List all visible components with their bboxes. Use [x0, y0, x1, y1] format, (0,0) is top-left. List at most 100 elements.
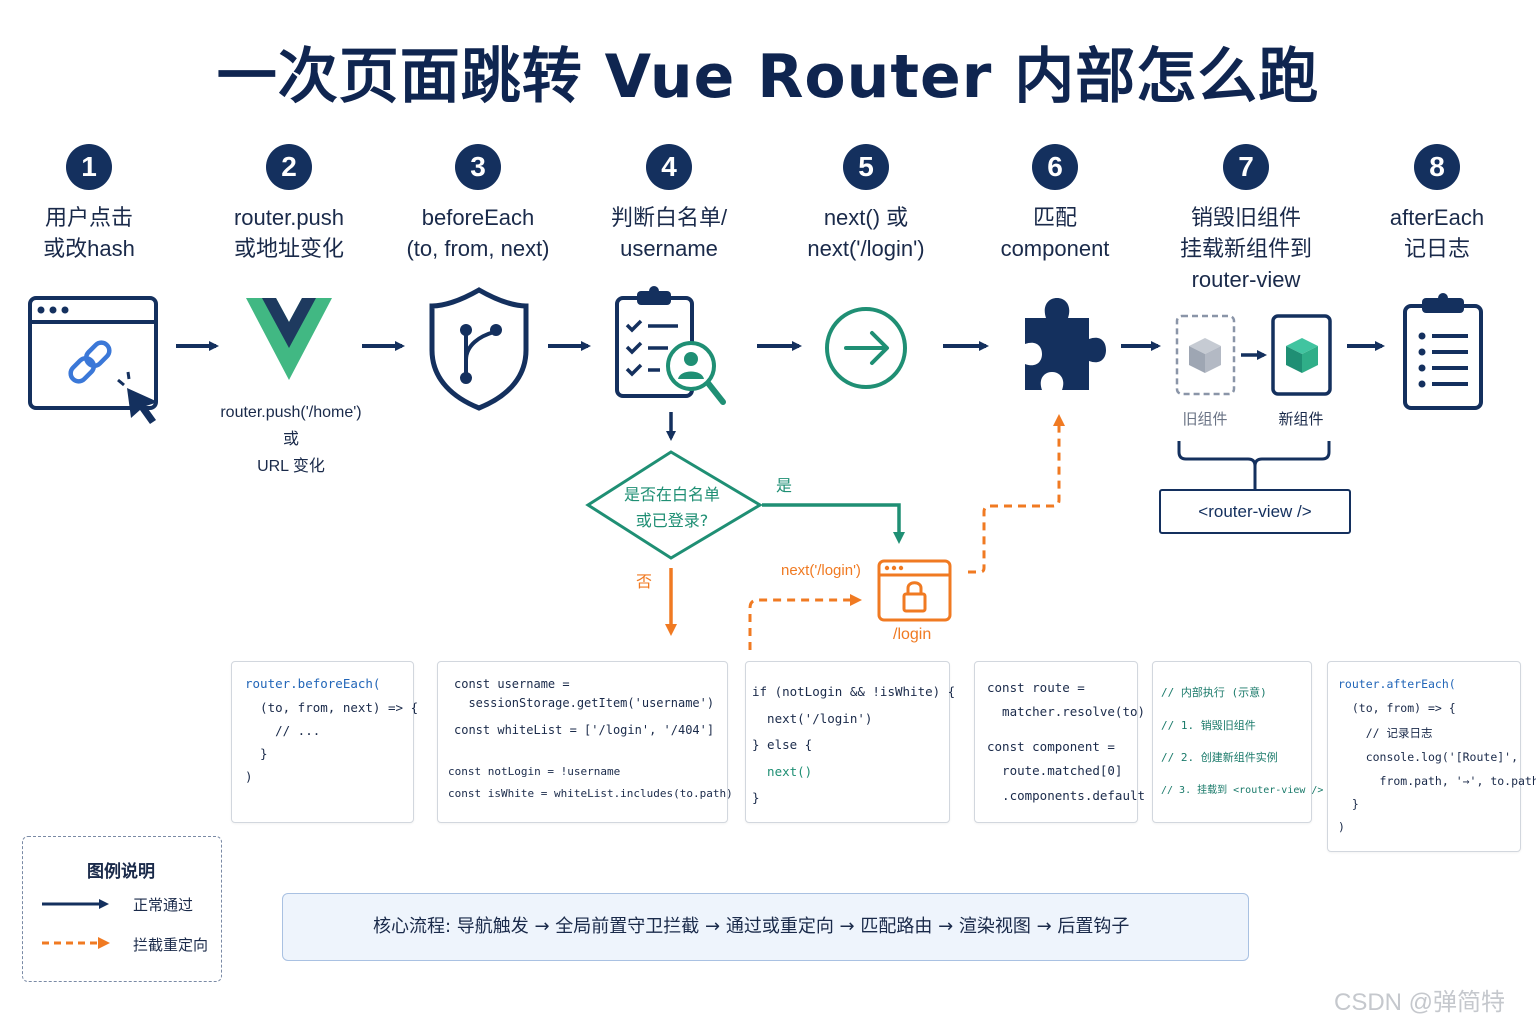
step-title: 用户点击或改hash [0, 202, 179, 264]
code-line: } [752, 790, 760, 805]
step-title: 销毁旧组件挂载新组件到 router-view [1156, 202, 1336, 295]
puzzle-component-icon [1025, 298, 1106, 390]
code-line: const component = [987, 739, 1115, 754]
code-line: // 内部执行 (示意) [1161, 686, 1267, 699]
code-line: const isWhite = whiteList.includes(to.pa… [448, 787, 733, 800]
code-line: router.afterEach( [1338, 677, 1456, 691]
router-view-bracket [1177, 441, 1331, 489]
caption-line1: router.push('/home') [220, 404, 362, 421]
decision-diamond [585, 450, 763, 560]
caption-line2: 或 [282, 431, 299, 448]
step-title: next() 或 next('/login') [776, 202, 956, 264]
browser-link-icon [28, 296, 158, 424]
shield-branch-icon [429, 287, 529, 411]
code-line: // 2. 创建新组件实例 [1161, 751, 1278, 764]
code-mount-comments: // 内部执行 (示意) // 1. 销毁旧组件 // 2. 创建新组件实例 /… [1152, 661, 1323, 823]
step-title-line: 匹配 [1032, 205, 1077, 230]
legend-title: 图例说明 [87, 862, 155, 882]
step-title: 匹配 component [965, 202, 1145, 264]
clipboard-search-icon [615, 286, 726, 405]
code-before-each: router.beforeEach( (to, from, next) => {… [231, 661, 418, 823]
step-title-line: 挂载新组件到 [1179, 236, 1312, 261]
decision-line1: 是否在白名单 [623, 485, 720, 504]
step-title-line: next('/login') [807, 236, 925, 261]
step-title-line: component [1000, 236, 1110, 261]
step-title-line: next() 或 [823, 205, 909, 230]
step-title-line: 用户点击 [44, 205, 133, 230]
step-number: 1 [66, 144, 112, 190]
step-title-line: (to, from, next) [406, 236, 550, 261]
router-view-box: <router-view /> [1159, 489, 1351, 534]
step-number: 2 [266, 144, 312, 190]
code-line: .components.default [987, 788, 1146, 803]
next-login-label: next('/login') [781, 562, 861, 579]
old-component-label: 旧组件 [1182, 410, 1228, 428]
code-whitelist: const username = sessionStorage.getItem(… [437, 661, 733, 823]
step-number: 6 [1032, 144, 1078, 190]
core-flow-banner: 核心流程: 导航触发 → 全局前置守卫拦截 → 通过或重定向 → 匹配路由 → … [282, 893, 1249, 961]
step-number: 3 [455, 144, 501, 190]
code-line: next('/login') [752, 711, 873, 726]
decision-line2: 或已登录? [635, 511, 709, 530]
code-after-each: router.afterEach( (to, from) => { // 记录日… [1327, 661, 1536, 852]
code-line: if (notLogin && !isWhite) { [752, 684, 956, 699]
step-number: 8 [1414, 144, 1460, 190]
step-title-line: 或改hash [43, 236, 135, 261]
step-number: 4 [646, 144, 692, 190]
step-title: 判断白名单/username [579, 202, 759, 264]
code-line: // 1. 销毁旧组件 [1161, 719, 1256, 732]
step-title-line: username [620, 236, 718, 261]
flow-arrows [176, 341, 1385, 441]
code-line: (to, from, next) => { [245, 700, 419, 715]
new-component-icon [1271, 314, 1332, 396]
caption-line3: URL 变化 [257, 458, 325, 475]
step-title-line: afterEach [1389, 205, 1485, 230]
watermark: CSDN @弹简特 [1334, 989, 1506, 1016]
step-number: 7 [1223, 144, 1269, 190]
code-line: console.log('[Route]', [1338, 750, 1519, 764]
yes-label: 是 [776, 476, 793, 495]
legend: 图例说明 正常通过 拦截重定向 [22, 836, 222, 982]
code-line: next() [752, 764, 813, 779]
code-line: sessionStorage.getItem('username') [454, 696, 715, 710]
code-line: matcher.resolve(to) [987, 704, 1146, 719]
code-next-redirect: if (notLogin && !isWhite) { next('/login… [745, 661, 955, 823]
code-line: route.matched[0] [987, 763, 1123, 778]
step-title-line: 销毁旧组件 [1190, 205, 1301, 230]
code-line: // ... [245, 723, 321, 738]
step-number: 5 [843, 144, 889, 190]
step-title: beforeEach (to, from, next) [388, 202, 568, 264]
code-line: ) [1338, 820, 1345, 834]
code-line: const username = [454, 677, 570, 691]
yes-arrow [762, 503, 905, 544]
code-line: // 记录日志 [1338, 726, 1433, 740]
legend-normal-label: 正常通过 [133, 896, 194, 914]
login-path-label: /login [893, 626, 932, 643]
step-title-line: router-view [1191, 267, 1301, 292]
step2-caption: router.push('/home') 或 URL 变化 [196, 399, 386, 480]
login-lock-icon [877, 559, 952, 622]
step-title-line: router.push [233, 205, 345, 230]
code-line: const whiteList = ['/login', '/404'] [454, 723, 715, 737]
login-to-component-arrow [968, 414, 1065, 574]
new-component-label: 新组件 [1278, 410, 1324, 428]
step-title-line: 或地址变化 [233, 236, 344, 261]
step-title-line: 判断白名单/ [610, 205, 728, 230]
vue-logo-icon [246, 298, 332, 380]
code-line: router.beforeEach( [245, 676, 381, 691]
code-line: } else { [752, 737, 813, 752]
log-clipboard-icon [1403, 293, 1483, 410]
redirect-to-login-arrow [748, 594, 862, 650]
code-line: const notLogin = !username [448, 765, 621, 778]
old-component-icon [1175, 314, 1236, 396]
core-flow-text: 核心流程: 导航触发 → 全局前置守卫拦截 → 通过或重定向 → 匹配路由 → … [373, 916, 1130, 937]
next-arrow-circle-icon [825, 307, 907, 389]
code-line: ) [245, 769, 253, 784]
step-title: afterEach 记日志 [1347, 202, 1527, 264]
step-title-line: beforeEach [421, 205, 535, 230]
code-line: } [1338, 797, 1359, 811]
code-line: (to, from) => { [1338, 701, 1456, 715]
legend-redirect-label: 拦截重定向 [133, 936, 209, 954]
step-title: router.push 或地址变化 [199, 202, 379, 264]
step-title-line: 记日志 [1403, 236, 1470, 261]
